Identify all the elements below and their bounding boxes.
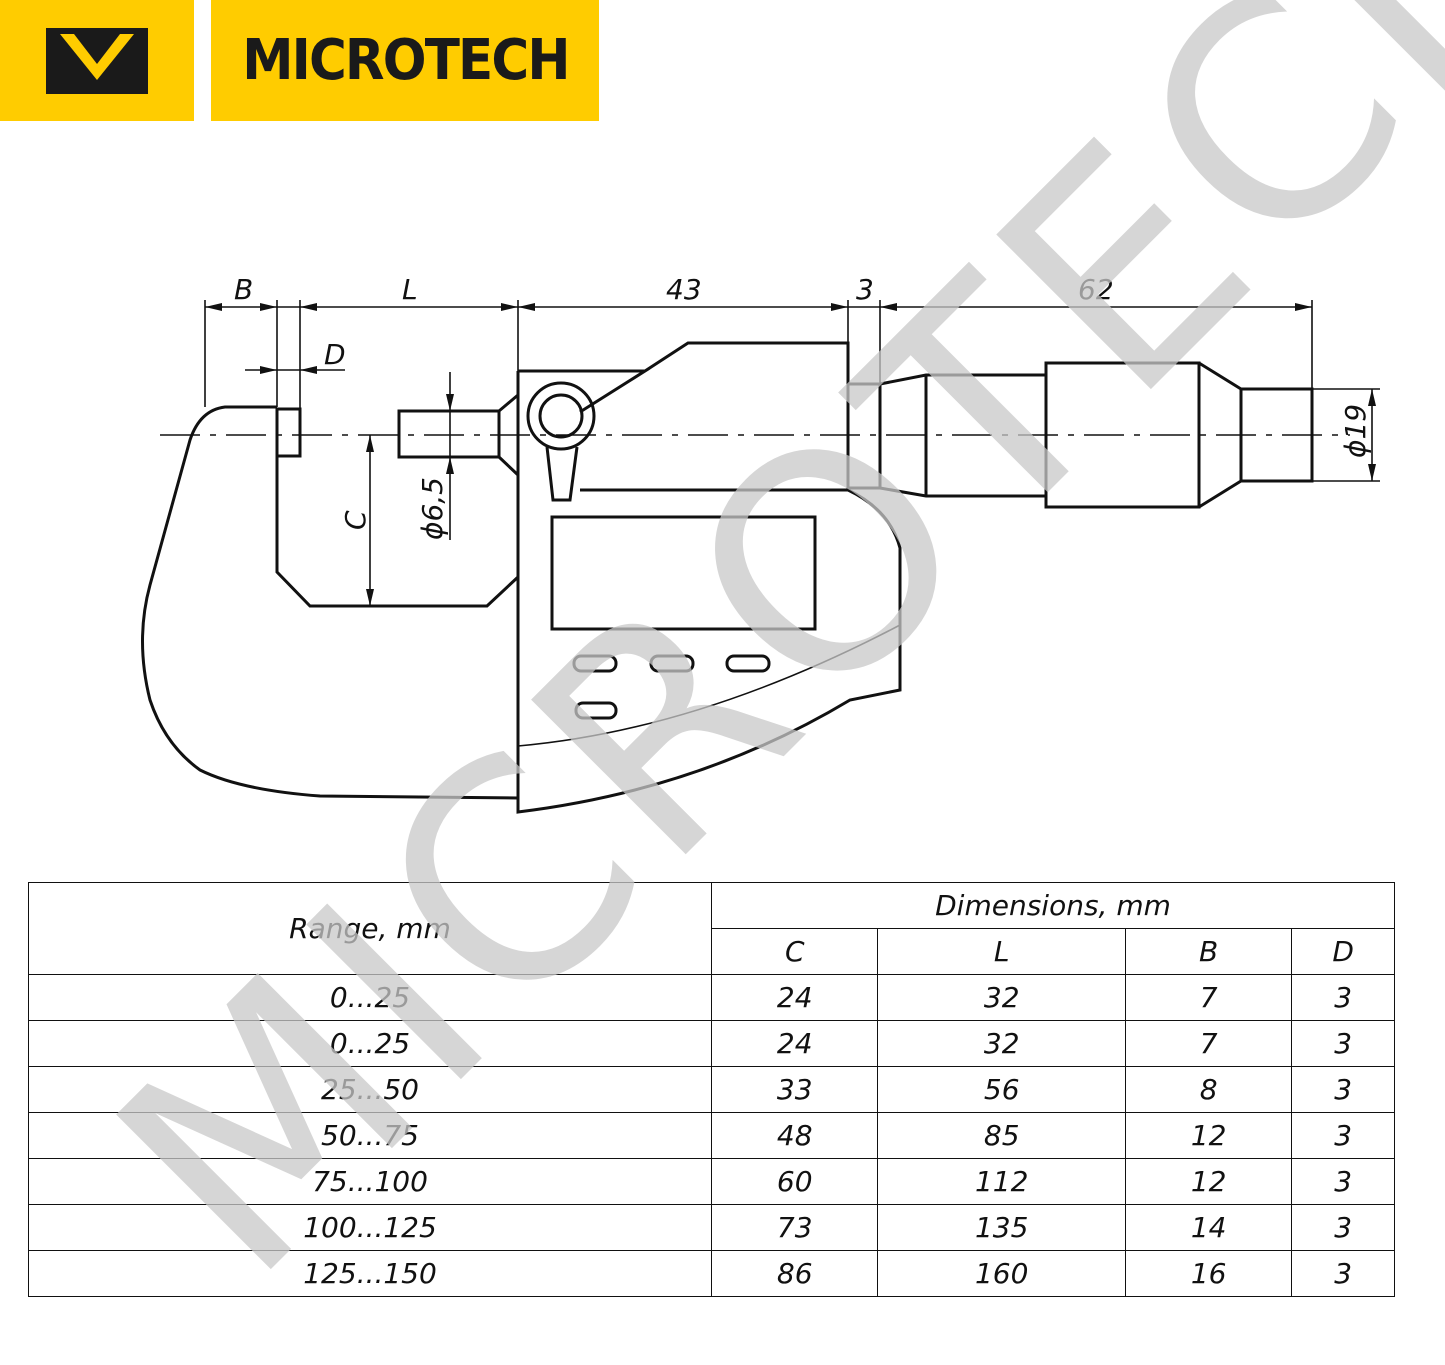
dim-label-62: 62 xyxy=(1078,273,1114,306)
table-row: 125...150 86 160 16 3 xyxy=(28,1250,1395,1297)
l-cell: 32 xyxy=(877,1020,1126,1067)
c-cell: 48 xyxy=(710,1112,879,1159)
anvil-face xyxy=(275,407,302,458)
range-cell: 100...125 xyxy=(28,1204,712,1251)
table-row: 0...25 24 32 7 3 xyxy=(28,974,1395,1021)
range-cell: 125...150 xyxy=(28,1250,712,1297)
d-cell: 3 xyxy=(1291,1158,1395,1205)
range-header: Range, mm xyxy=(28,882,712,975)
c-cell: 24 xyxy=(710,974,879,1021)
dim-label-c: C xyxy=(339,510,372,530)
lock-inner-ring xyxy=(538,393,584,439)
c-cell: 73 xyxy=(710,1204,879,1251)
dim-label-d: D xyxy=(324,338,346,371)
d-cell: 3 xyxy=(1291,1066,1395,1113)
button-3 xyxy=(725,654,771,673)
lcd-display xyxy=(550,515,817,631)
table-row: 50...75 48 85 12 3 xyxy=(28,1112,1395,1159)
brand-logo-text-box: MICROTECH xyxy=(211,0,599,121)
c-cell: 33 xyxy=(710,1066,879,1113)
b-cell: 12 xyxy=(1124,1158,1293,1205)
dim-label-b: B xyxy=(234,273,253,306)
l-cell: 112 xyxy=(877,1158,1126,1205)
range-cell: 0...25 xyxy=(28,974,712,1021)
b-cell: 7 xyxy=(1124,974,1293,1021)
l-cell: 56 xyxy=(877,1066,1126,1113)
table-row: 75...100 60 112 12 3 xyxy=(28,1158,1395,1205)
button-4 xyxy=(574,701,618,720)
dimensions-header: Dimensions, mm xyxy=(711,882,1395,929)
b-cell: 12 xyxy=(1124,1112,1293,1159)
micrometer-drawing: B L 43 3 62 D C ϕ6,5 ϕ19 xyxy=(141,273,1380,814)
b-cell: 7 xyxy=(1124,1020,1293,1067)
range-cell: 50...75 xyxy=(28,1112,712,1159)
b-cell: 14 xyxy=(1124,1204,1293,1251)
button-1 xyxy=(572,654,618,673)
button-2 xyxy=(649,654,695,673)
l-cell: 85 xyxy=(877,1112,1126,1159)
range-cell: 75...100 xyxy=(28,1158,712,1205)
dim-label-3: 3 xyxy=(856,273,874,306)
l-cell: 135 xyxy=(877,1204,1126,1251)
lock-lever xyxy=(545,446,579,502)
column-header: C xyxy=(710,928,879,975)
column-header: L xyxy=(877,928,1126,975)
sleeve-ring xyxy=(846,382,882,490)
c-cell: 24 xyxy=(710,1020,879,1067)
table-row: 25...50 33 56 8 3 xyxy=(28,1066,1395,1113)
table-row: 100...125 73 135 14 3 xyxy=(28,1204,1395,1251)
micrometer-frame xyxy=(141,405,520,800)
spindle xyxy=(397,409,501,459)
brand-name: MICROTECH xyxy=(241,28,570,93)
dim-label-l: L xyxy=(402,273,418,306)
dimensions-table: Range, mm Dimensions, mm C L B D 0...25 … xyxy=(28,882,1395,1297)
dim-label-anvil-diameter: ϕ6,5 xyxy=(416,477,449,540)
c-cell: 86 xyxy=(710,1250,879,1297)
d-cell: 3 xyxy=(1291,1250,1395,1297)
body-edge-line xyxy=(517,624,901,747)
brand-logo-mark xyxy=(0,0,194,121)
dim-label-43: 43 xyxy=(666,273,702,306)
d-cell: 3 xyxy=(1291,1112,1395,1159)
dim-label-thimble-diameter: ϕ19 xyxy=(1339,404,1372,458)
table-row: 0...25 24 32 7 3 xyxy=(28,1020,1395,1067)
column-header: B xyxy=(1124,928,1293,975)
range-cell: 25...50 xyxy=(28,1066,712,1113)
d-cell: 3 xyxy=(1291,974,1395,1021)
c-cell: 60 xyxy=(710,1158,879,1205)
d-cell: 3 xyxy=(1291,1204,1395,1251)
b-cell: 16 xyxy=(1124,1250,1293,1297)
column-header: D xyxy=(1291,928,1395,975)
d-cell: 3 xyxy=(1291,1020,1395,1067)
l-cell: 160 xyxy=(877,1250,1126,1297)
l-cell: 32 xyxy=(877,974,1126,1021)
range-cell: 0...25 xyxy=(28,1020,712,1067)
micrometer-body xyxy=(516,341,902,814)
brand-logo-icon xyxy=(46,28,148,94)
b-cell: 8 xyxy=(1124,1066,1293,1113)
spindle-collar xyxy=(497,393,520,477)
lock-ring xyxy=(526,381,596,451)
